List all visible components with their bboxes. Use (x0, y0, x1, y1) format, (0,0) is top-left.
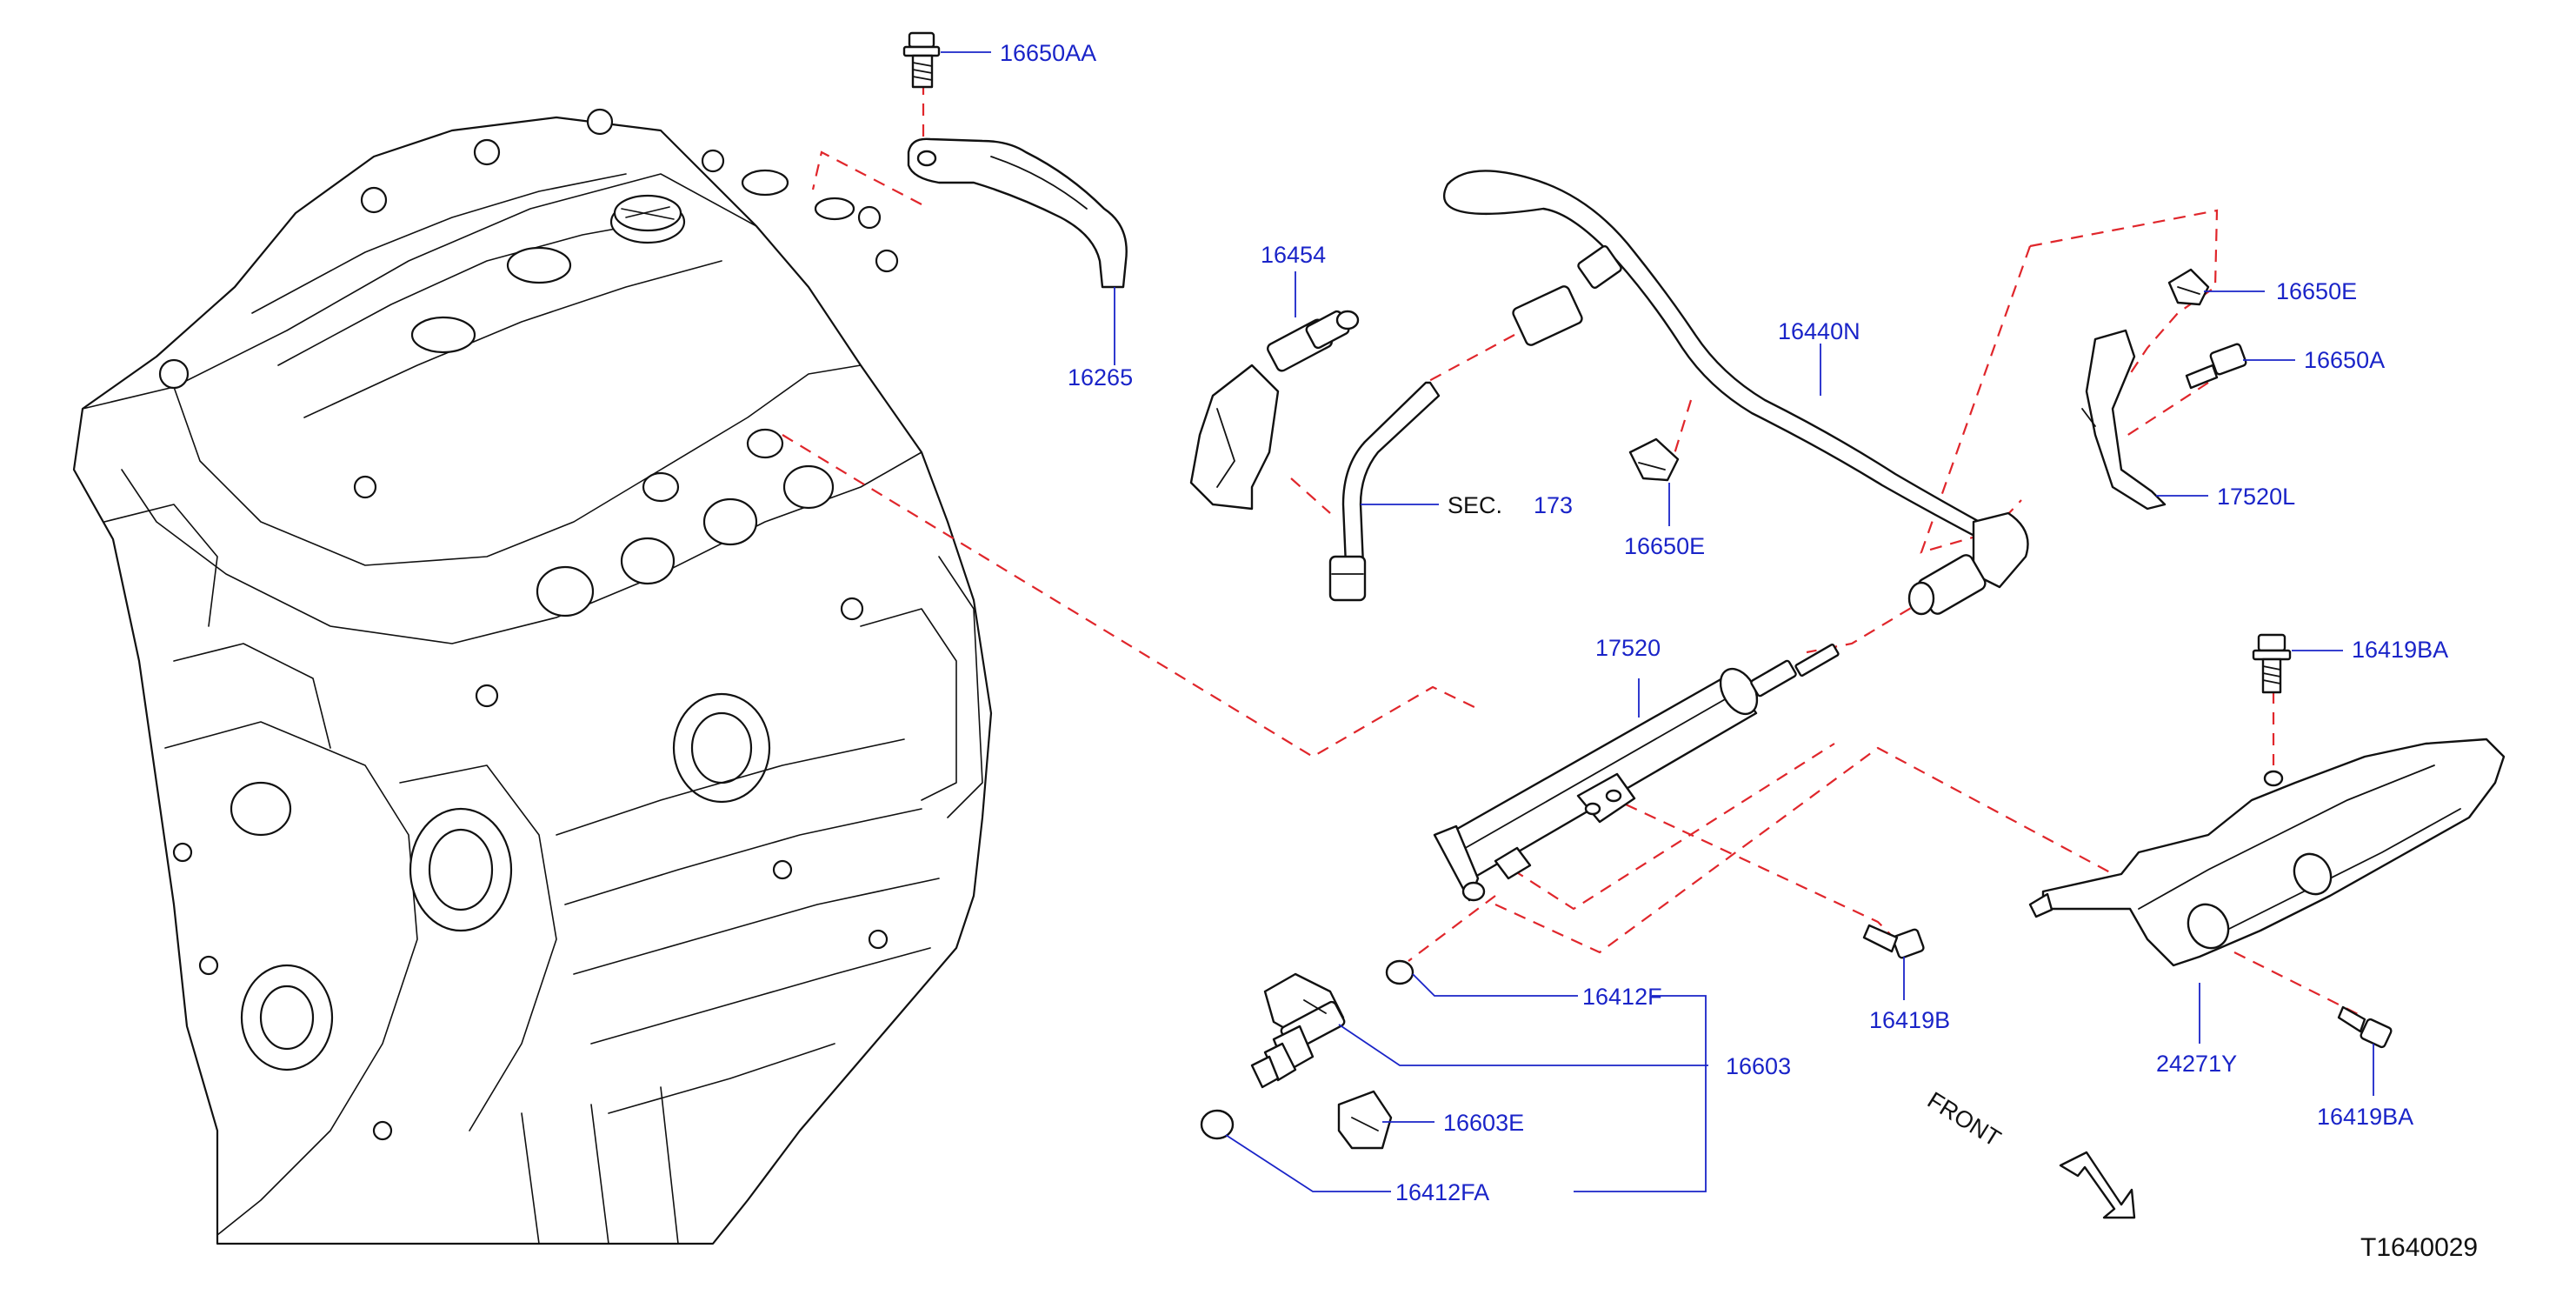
label-16603[interactable]: 16603 (1726, 1053, 1791, 1079)
dash-16650A (2120, 382, 2209, 440)
label-16419BA-bot[interactable]: 16419BA (2317, 1104, 2413, 1130)
bolt-16419BA-top[interactable] (2252, 633, 2292, 694)
dash-16265-engine (811, 150, 922, 205)
oring-16412F[interactable] (1385, 959, 1414, 985)
fuel-rail-17520[interactable] (1433, 643, 1840, 902)
label-16650AA[interactable]: 16650AA (1000, 40, 1096, 66)
bolt-16650A[interactable] (2185, 343, 2247, 390)
dash-fuel-hose (1425, 334, 1929, 654)
clip-16650E-mid[interactable] (1628, 437, 1680, 482)
bolt-16650AA[interactable] (902, 31, 941, 89)
label-16440N[interactable]: 16440N (1778, 318, 1860, 344)
label-16603E[interactable]: 16603E (1443, 1110, 1524, 1136)
sec-173-hose (1328, 381, 1441, 602)
front-arrow-icon (2059, 1151, 2136, 1219)
dash-bracket-17520L (2029, 209, 2219, 375)
label-16412F[interactable]: 16412F (1582, 984, 1662, 1010)
label-17520[interactable]: 17520 (1595, 635, 1661, 661)
bracket-17520L[interactable] (2081, 329, 2167, 511)
bolt-16419B[interactable] (1862, 924, 1925, 959)
label-16650E-top[interactable]: 16650E (2276, 278, 2357, 304)
bolt-16419BA-bot[interactable] (2337, 1005, 2393, 1049)
clamp-16454[interactable] (1189, 310, 1360, 511)
clip-16603E[interactable] (1337, 1090, 1393, 1150)
diagram-code: T1640029 (2360, 1233, 2478, 1262)
label-17520L[interactable]: 17520L (2217, 484, 2295, 510)
dash-seal-rail (1408, 895, 1496, 962)
injector-16603[interactable] (1250, 972, 1346, 1089)
dash-16650E-mid (1672, 399, 1693, 457)
front-label: FRONT (1923, 1087, 2006, 1152)
sec-number-link[interactable]: 173 (1534, 492, 1573, 518)
sec-prefix: SEC. (1448, 492, 1502, 518)
label-16265[interactable]: 16265 (1068, 364, 1133, 391)
dash-injector-engine (782, 434, 1479, 758)
bracket-16265[interactable] (907, 137, 1128, 289)
label-16454[interactable]: 16454 (1261, 242, 1326, 268)
label-16650A[interactable]: 16650A (2304, 347, 2385, 373)
dash-16419BA-bot (2233, 951, 2366, 1018)
clip-16650E-top[interactable] (2167, 268, 2210, 306)
fuel-hose-16440N[interactable] (1442, 170, 2029, 616)
leader-lines (941, 51, 2374, 1192)
label-24271Y[interactable]: 24271Y (2156, 1051, 2237, 1077)
label-16650E-mid[interactable]: 16650E (1624, 533, 1705, 559)
label-16412FA[interactable]: 16412FA (1395, 1179, 1489, 1205)
label-16419B[interactable]: 16419B (1869, 1007, 1950, 1033)
oring-16412FA[interactable] (1200, 1109, 1235, 1140)
dash-16454-sec (1290, 477, 1331, 514)
engine-assembly (72, 108, 993, 1245)
heat-shield-24271Y[interactable] (2028, 738, 2506, 967)
label-16419BA-top[interactable]: 16419BA (2352, 637, 2448, 663)
